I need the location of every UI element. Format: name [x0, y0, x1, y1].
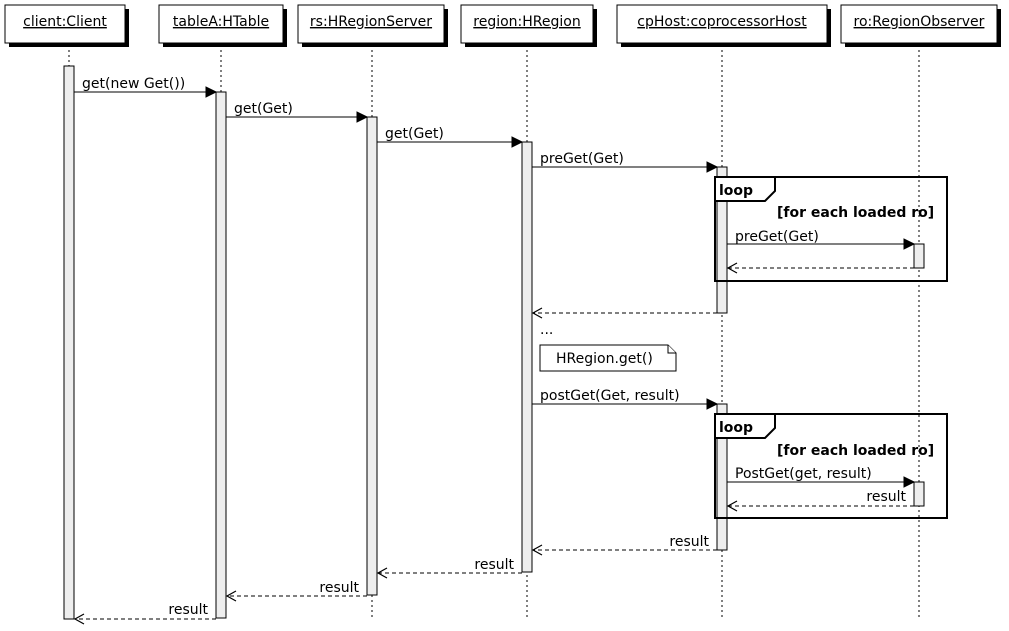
message-label: postGet(Get, result): [540, 388, 680, 404]
activation-tableA: [215, 91, 227, 619]
return-tableA-to-client-result: result: [73, 602, 216, 625]
return-ro-to-cpHost-result: result: [726, 489, 914, 512]
message-label: preGet(Get): [540, 151, 624, 167]
message-label: result: [669, 534, 709, 550]
participant-region: region:HRegion: [460, 4, 597, 47]
return-cpHost-to-region: [531, 307, 717, 319]
participant-tableA: tableA:HTable: [158, 4, 287, 47]
participant-rs: rs:HRegionServer: [297, 4, 448, 47]
participant-label: ro:RegionObserver: [854, 14, 985, 30]
activation-ro-post: [913, 481, 925, 507]
message-tableA-to-rs: get(Get): [226, 101, 369, 123]
message-label: get(new Get()): [82, 76, 185, 92]
activation-rs: [366, 116, 378, 596]
participant-client: client:Client: [4, 4, 129, 47]
activation-client: [63, 65, 75, 620]
message-label: result: [319, 580, 359, 596]
return-region-to-rs-result: result: [376, 557, 522, 579]
loop-frame-pre: loop [for each loaded ro]: [714, 176, 948, 282]
loop-guard: [for each loaded ro]: [777, 205, 934, 221]
message-cpHost-to-ro: preGet(Get): [727, 229, 916, 250]
divider-ellipsis: ...: [540, 322, 553, 338]
note-text: HRegion.get(): [556, 351, 653, 367]
activation-ro-pre: [913, 243, 925, 269]
activation-cpHost-pre: [716, 166, 728, 314]
loop-keyword: loop: [719, 420, 753, 436]
participant-label: client:Client: [23, 14, 107, 30]
activation-region: [521, 141, 533, 573]
message-label: result: [168, 602, 208, 618]
message-label: result: [474, 557, 514, 573]
message-label: result: [866, 489, 906, 505]
message-client-to-tableA: get(new Get()): [74, 76, 218, 98]
message-label: get(Get): [234, 101, 293, 117]
participant-ro: ro:RegionObserver: [840, 4, 1001, 47]
return-rs-to-tableA-result: result: [225, 580, 367, 602]
return-cpHost-to-region-result: result: [531, 534, 717, 556]
message-label: get(Get): [385, 126, 444, 142]
participant-label: cpHost:coprocessorHost: [637, 14, 807, 30]
message-rs-to-region: get(Get): [377, 126, 524, 148]
message-label: PostGet(get, result): [735, 466, 872, 482]
message-cpHost-to-ro-post: PostGet(get, result): [727, 466, 916, 488]
message-region-to-cpHost: preGet(Get): [532, 151, 719, 173]
return-ro-to-cpHost: [726, 262, 914, 274]
participant-cpHost: cpHost:coprocessorHost: [616, 4, 831, 47]
participant-label: tableA:HTable: [173, 14, 269, 30]
participant-label: region:HRegion: [473, 14, 580, 30]
activation-cpHost-post: [716, 403, 728, 551]
message-region-to-cpHost-post: postGet(Get, result): [532, 388, 719, 410]
message-label: preGet(Get): [735, 229, 819, 245]
participant-label: rs:HRegionServer: [310, 14, 432, 30]
note-hregion-get: HRegion.get(): [539, 344, 677, 372]
loop-frame-post: loop [for each loaded ro]: [714, 413, 948, 519]
loop-keyword: loop: [719, 183, 753, 199]
loop-guard: [for each loaded ro]: [777, 443, 934, 459]
